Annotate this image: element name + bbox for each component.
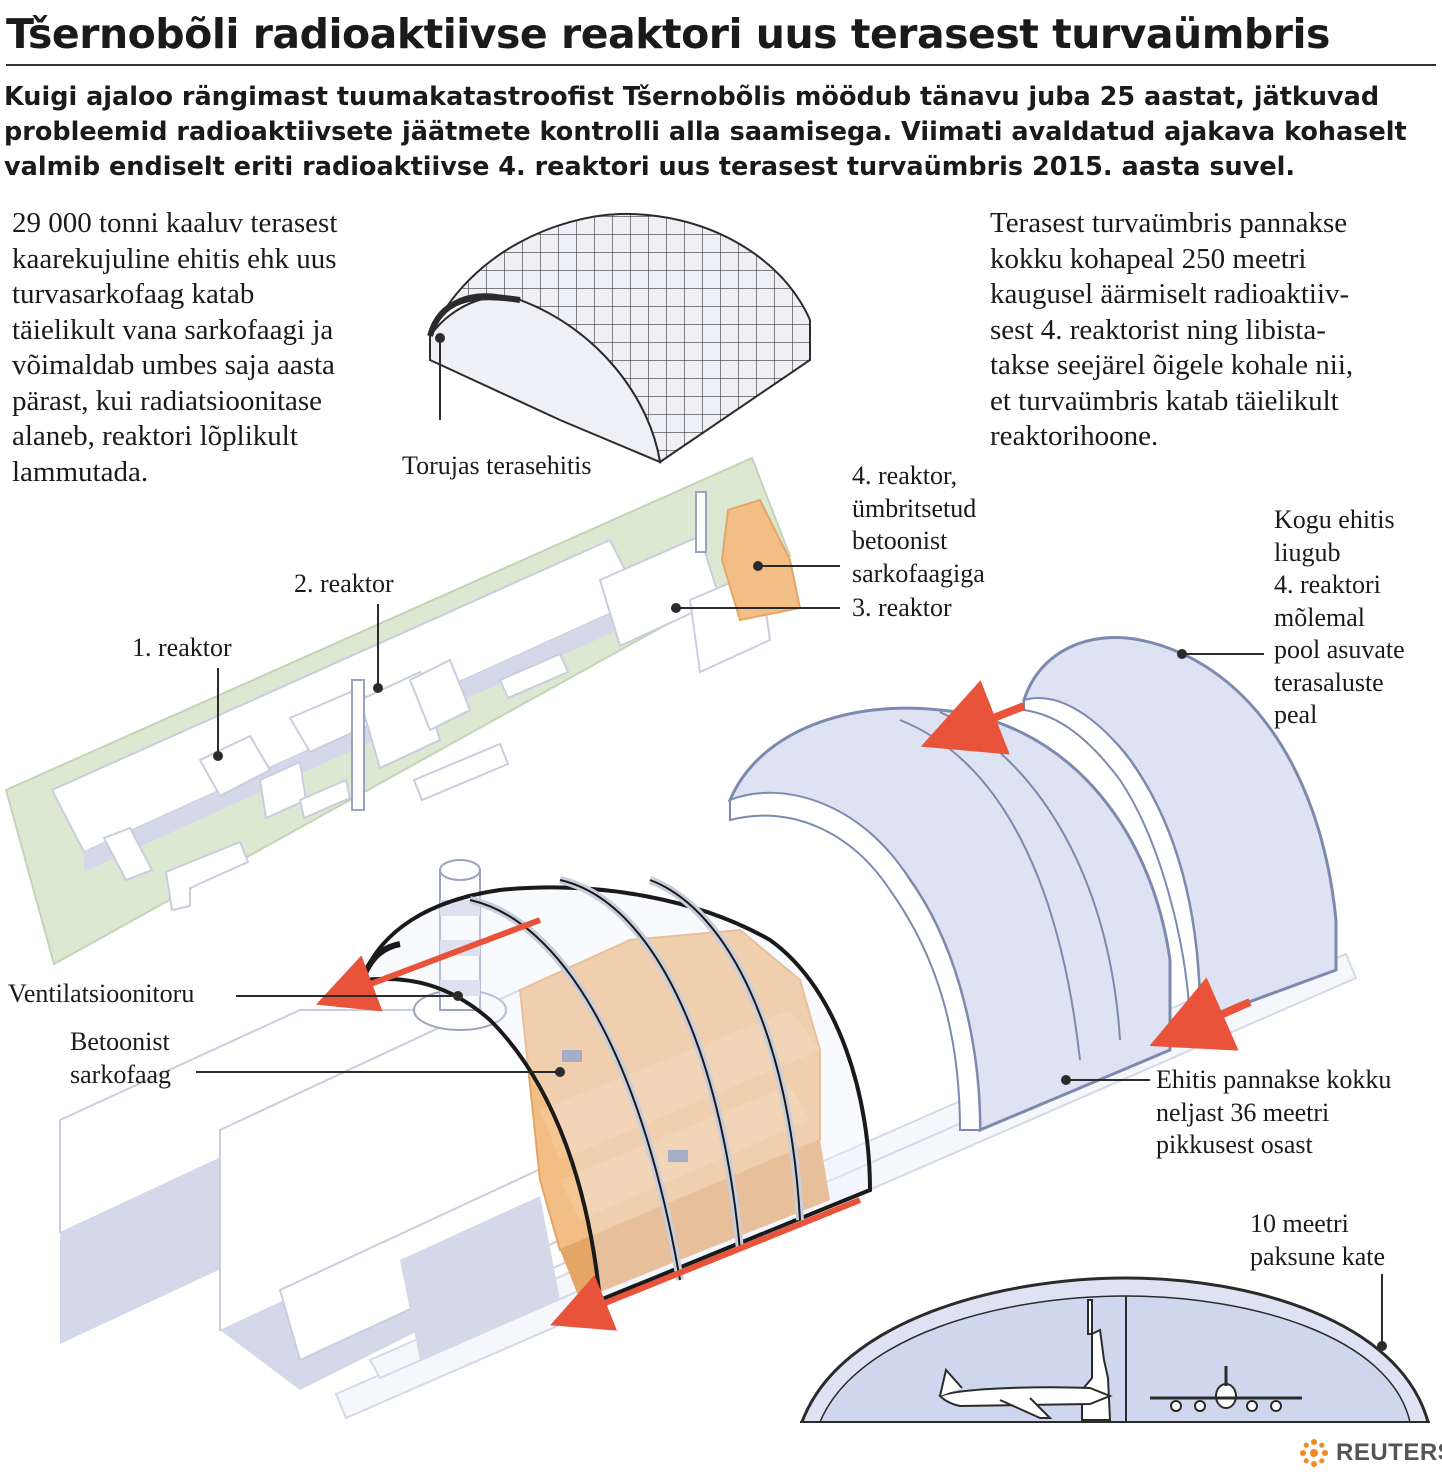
- right-description-line: reaktorihoone.: [990, 420, 1159, 452]
- label-betoonist-line: sarkofaag: [70, 1059, 172, 1089]
- lead-paragraph: Kuigi ajaloo rängimast tuumakatastroofis…: [4, 80, 1434, 185]
- label-ehitis-line: pikkusest osast: [1156, 1130, 1313, 1159]
- label-thickness-line: paksune kate: [1250, 1241, 1386, 1271]
- right-description-line: Terasest turvaümbris pannakse: [990, 207, 1348, 239]
- label-kogu-ehitis: Kogu ehitis liugub 4. reaktori mõlemal p…: [1274, 504, 1405, 732]
- leader-lines: [196, 333, 1387, 1351]
- label-reactor2: 2. reaktor: [294, 569, 394, 598]
- arch-segment-3: [1021, 636, 1338, 1023]
- left-description-line: turvasarkofaag katab: [12, 278, 255, 310]
- left-description-line: kaarekujuline ehitis ehk uus: [12, 242, 337, 275]
- label-kogu-line: Kogu ehitis: [1274, 505, 1395, 534]
- label-ehitis-line: neljast 36 meetri: [1156, 1097, 1330, 1127]
- steel-arch-model: [427, 212, 811, 464]
- right-description-line: sest 4. reaktorist ning libista-: [990, 313, 1326, 346]
- label-ehitis-line: Ehitis pannakse kokku: [1156, 1065, 1392, 1094]
- label-reactor4-line: ümbritsetud: [852, 493, 977, 523]
- left-description: 29 000 tonni kaaluv terasest kaarekujuli…: [12, 206, 337, 490]
- size-comparison-section: [800, 1276, 1430, 1423]
- label-reactor4-line: betoonist: [852, 526, 948, 555]
- page-title: Tšernobõli radioaktiivse reaktori uus te…: [6, 6, 1436, 66]
- left-description-line: lammutada.: [12, 455, 149, 488]
- left-description-line: alaneb, reaktori lõplikult: [12, 420, 298, 452]
- label-kogu-line: 4. reaktori: [1274, 570, 1381, 599]
- label-reactor4: 4. reaktor, ümbritsetud betoonist sarkof…: [852, 460, 985, 590]
- label-reactor4-line: 4. reaktor,: [852, 461, 958, 490]
- reactor4-sarcophagus: [720, 498, 802, 622]
- label-kogu-line: terasaluste: [1274, 667, 1384, 697]
- right-description-line: kaugusel äärmiselt radioaktiiv-: [990, 278, 1350, 310]
- label-torujas: Torujas terasehitis: [402, 451, 592, 480]
- label-thickness: 10 meetri paksune kate: [1250, 1208, 1385, 1273]
- left-description-line: täielikult vana sarkofaagi ja: [12, 313, 334, 346]
- arch-segment-2: [727, 706, 1172, 1133]
- label-reactor3: 3. reaktor: [852, 593, 952, 622]
- label-betoonist-sarkofaag: Betoonist sarkofaag: [70, 1026, 171, 1091]
- label-kogu-line: mõlemal: [1274, 602, 1365, 632]
- left-description-line: pärast, kui radiatsioonitase: [12, 384, 323, 417]
- lead-line: probleemid radioaktiivsete jäätmete kont…: [4, 117, 1407, 147]
- label-kogu-line: peal: [1274, 700, 1318, 729]
- reuters-credit: REUTERS: [1298, 1436, 1442, 1470]
- label-thickness-line: 10 meetri: [1250, 1209, 1349, 1238]
- reuters-wordmark: REUTERS: [1336, 1439, 1442, 1466]
- slide-arrows: [315, 680, 1252, 1331]
- left-description-line: võimaldab umbes saja aasta: [12, 349, 335, 381]
- lead-line: valmib endiselt eriti radioaktiivse 4. r…: [4, 152, 1296, 182]
- reuters-logo-icon: [1300, 1439, 1328, 1467]
- new-safe-confinement-segment: [359, 876, 873, 1303]
- label-reactor1: 1. reaktor: [132, 633, 232, 662]
- airplane-icon: [938, 1367, 1113, 1419]
- label-kogu-line: pool asuvate: [1274, 635, 1405, 664]
- right-description-line: takse seejärel õigele kohale nii,: [990, 349, 1354, 381]
- site-plan: [4, 456, 802, 966]
- label-reactor4-line: sarkofaagiga: [852, 558, 985, 588]
- left-description-line: 29 000 tonni kaaluv terasest: [12, 207, 338, 239]
- right-description: Terasest turvaümbris pannakse kokku koha…: [990, 206, 1353, 455]
- label-ventilation: Ventilatsioonitoru: [8, 979, 195, 1008]
- right-description-line: kokku kohapeal 250 meetri: [990, 242, 1307, 275]
- lead-line: Kuigi ajaloo rängimast tuumakatastroofis…: [4, 82, 1380, 112]
- label-ehitis-osad: Ehitis pannakse kokku neljast 36 meetri …: [1156, 1064, 1391, 1162]
- label-betoonist-line: Betoonist: [70, 1027, 170, 1056]
- label-kogu-line: liugub: [1274, 537, 1341, 567]
- right-description-line: et turvaümbris katab täielikult: [990, 384, 1339, 417]
- airplane-front-icon: [1150, 1366, 1302, 1412]
